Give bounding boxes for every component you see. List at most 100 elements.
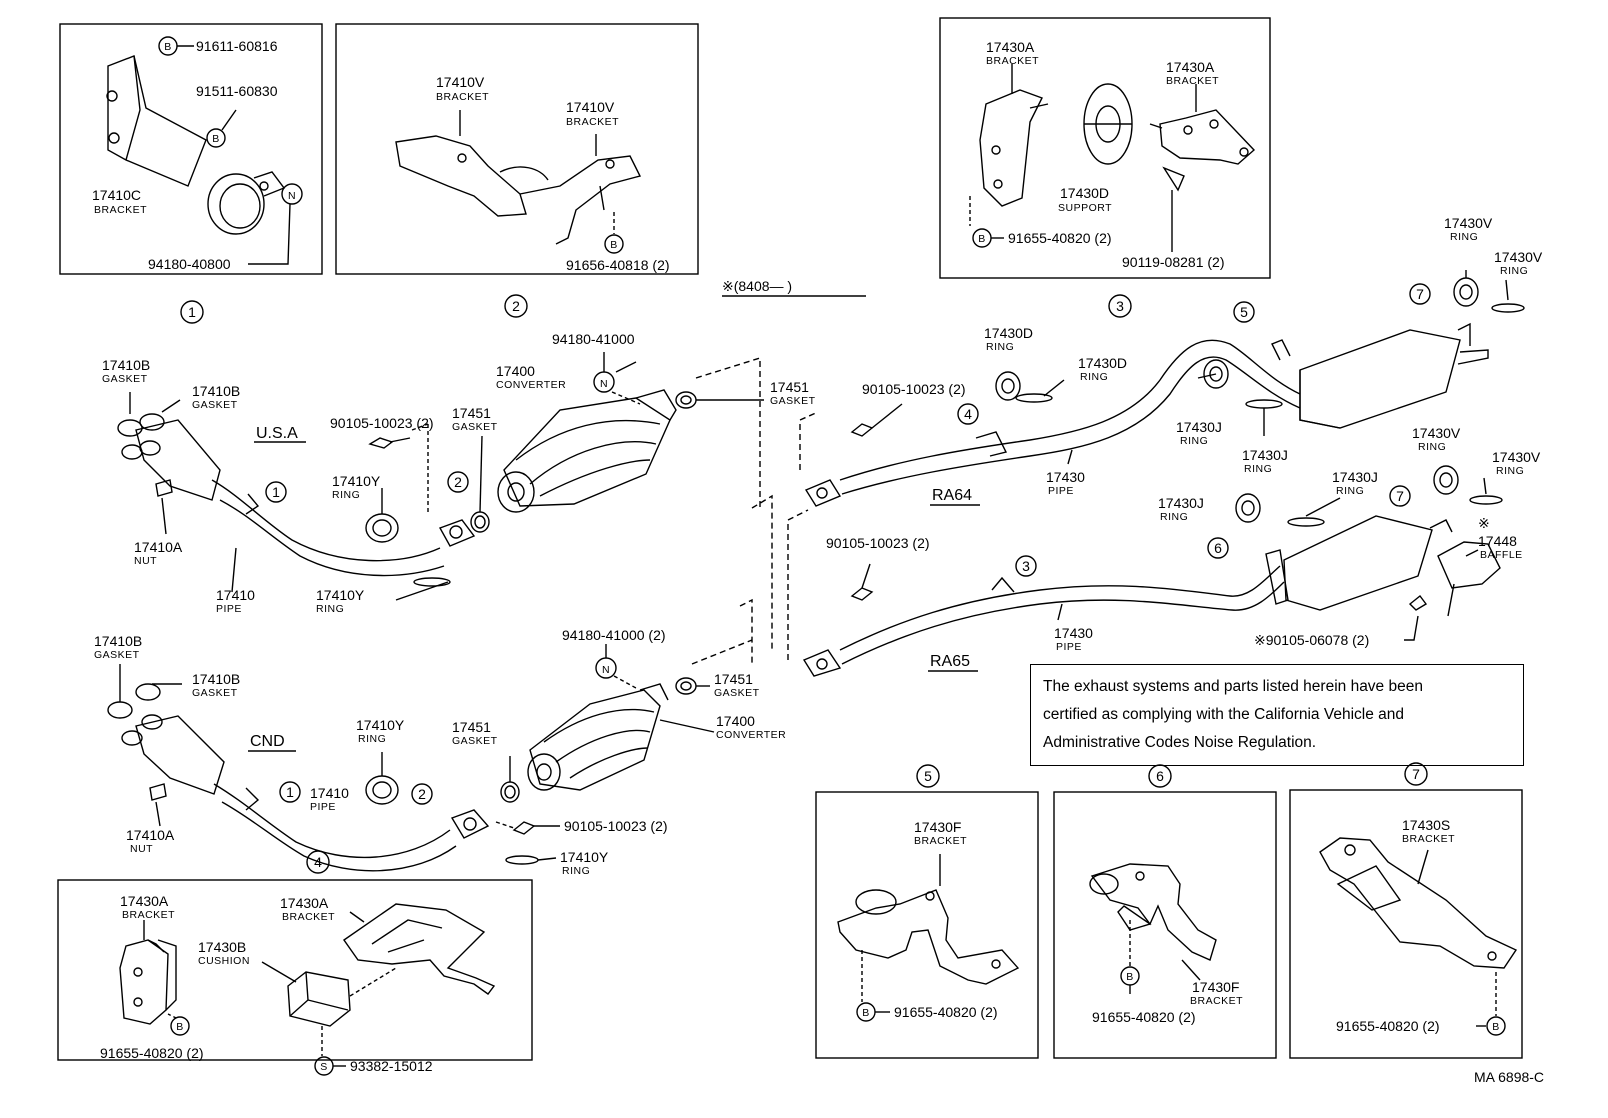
ring-17430v-b	[1491, 303, 1525, 313]
label-bracket-1: BRACKET	[94, 204, 147, 216]
label-ring-usa-2: RING	[316, 603, 344, 615]
svg-text:N: N	[288, 190, 296, 202]
note-line-2: certified as complying with the Californ…	[1043, 706, 1404, 723]
cnd-front-pipe-drawing	[107, 683, 490, 872]
inset-number-6-ra65: 6	[1207, 537, 1229, 559]
inset-frame-6	[1053, 791, 1277, 1059]
label-17410b-usa-1: 17410B	[102, 357, 150, 373]
svg-text:B: B	[176, 1021, 184, 1033]
inset-number-7: 7	[1404, 762, 1428, 786]
bolt-b-circle-7: B	[1120, 966, 1140, 986]
region-usa: U.S.A	[256, 425, 298, 442]
label-17410y-cnd-2: 17410Y	[560, 849, 609, 865]
bolt-b-circle-8: B	[1486, 1016, 1506, 1036]
label-ring-cnd-2: RING	[562, 865, 590, 877]
gasket-17451-cnd	[500, 781, 520, 803]
label-90105-cnd: 90105-10023 (2)	[564, 818, 668, 834]
inset-number-2-usa: 2	[447, 471, 469, 493]
label-ring-17430j-d: RING	[1336, 485, 1364, 497]
region-ra65: RA65	[930, 653, 970, 670]
ring-17430v-a	[1453, 277, 1479, 307]
svg-text:B: B	[978, 233, 986, 245]
ring-17430j-c	[1235, 493, 1261, 523]
label-17430j-d: 17430J	[1332, 469, 1378, 485]
label-ring-17430v-d: RING	[1496, 465, 1524, 477]
label-17400-cnd: 17400	[716, 713, 755, 729]
label-ring-17430j-b: RING	[1244, 463, 1272, 475]
label-17430v-a: 17430V	[1444, 215, 1493, 231]
label-gasket-cnd-4: GASKET	[714, 687, 760, 699]
bolt-b-circle-5: B	[170, 1016, 190, 1036]
label-converter-cnd: CONVERTER	[716, 729, 786, 741]
label-17430f-b: 17430F	[1192, 979, 1239, 995]
label-91611-60816: 91611-60816	[196, 38, 278, 54]
inset-number-3-ra65: 3	[1015, 555, 1037, 577]
inset-frame-2	[335, 23, 699, 275]
label-17451-cnd-1: 17451	[452, 719, 491, 735]
bolt-b-circle-1: B	[158, 36, 178, 56]
label-nut-cnd: NUT	[130, 843, 153, 855]
label-gasket-usa-4: GASKET	[770, 395, 816, 407]
svg-text:6: 6	[1214, 540, 1222, 556]
label-ring-17430d-a: RING	[986, 341, 1014, 353]
ring-17430d-b	[1015, 393, 1053, 403]
converter-cnd-drawing	[527, 683, 669, 791]
inset-number-6: 6	[1148, 764, 1172, 788]
svg-text:2: 2	[454, 474, 462, 490]
bracket-17410v-drawing	[395, 135, 642, 245]
label-91655-40820-top: 91655-40820 (2)	[1008, 230, 1112, 246]
bolt-90105-cnd	[512, 821, 536, 835]
label-gasket-usa-1: GASKET	[102, 373, 148, 385]
gasket-17451-usa-2	[675, 391, 697, 409]
serial-note: ※(8408— )	[722, 278, 792, 294]
bolt-90105-ra65	[850, 587, 874, 601]
inset-number-3: 3	[1108, 294, 1132, 318]
label-pipe-ra64: PIPE	[1048, 485, 1074, 497]
label-91655-40820-7: 91655-40820 (2)	[1336, 1018, 1440, 1034]
svg-text:3: 3	[1022, 558, 1030, 574]
svg-text:4: 4	[964, 406, 972, 422]
label-17430j-b: 17430J	[1242, 447, 1288, 463]
svg-text:7: 7	[1412, 766, 1420, 782]
svg-text:N: N	[602, 664, 610, 676]
label-ring-17430j-a: RING	[1180, 435, 1208, 447]
ring-17430j-a	[1203, 359, 1229, 389]
label-17410b-cnd-1: 17410B	[94, 633, 142, 649]
label-gasket-usa-2: GASKET	[192, 399, 238, 411]
label-91655-40820-6: 91655-40820 (2)	[1092, 1009, 1196, 1025]
label-nut-usa: NUT	[134, 555, 157, 567]
label-94180-40800: 94180-40800	[148, 256, 231, 272]
svg-text:7: 7	[1396, 488, 1404, 504]
label-support: SUPPORT	[1058, 202, 1112, 214]
label-91656-40818: 91656-40818 (2)	[566, 257, 670, 273]
label-bracket-4b: BRACKET	[282, 911, 335, 923]
label-serial-mark: ※	[1478, 515, 1490, 531]
label-17430b: 17430B	[198, 939, 246, 955]
label-17451-cnd-2: 17451	[714, 671, 753, 687]
inset-number-4-ra64: 4	[957, 403, 979, 425]
nut-n-circle-3: N	[595, 657, 617, 679]
label-ring-cnd-1: RING	[358, 733, 386, 745]
label-17410y-usa-2: 17410Y	[316, 587, 365, 603]
label-17430a-b: 17430A	[1166, 59, 1215, 75]
label-17410c: 17410C	[92, 187, 141, 203]
label-17430d-b: 17430D	[1078, 355, 1127, 371]
label-pipe-ra65: PIPE	[1056, 641, 1082, 653]
label-91511-60830: 91511-60830	[196, 83, 278, 99]
bolt-90105-06078	[1408, 595, 1428, 611]
label-bracket-2a: BRACKET	[436, 91, 489, 103]
label-17430-ra65: 17430	[1054, 625, 1093, 641]
svg-text:B: B	[1126, 971, 1134, 983]
label-17430a-a: 17430A	[986, 39, 1035, 55]
svg-text:5: 5	[1240, 304, 1248, 320]
ring-17410y-cnd-2	[505, 855, 539, 865]
label-baffle: BAFFLE	[1480, 549, 1523, 561]
svg-text:5: 5	[924, 768, 932, 784]
svg-text:2: 2	[512, 298, 520, 314]
svg-text:B: B	[610, 239, 618, 251]
label-17451-usa-1: 17451	[452, 405, 491, 421]
label-17410b-cnd-2: 17410B	[192, 671, 240, 687]
bracket-cushion-drawing	[119, 903, 496, 1027]
inset-number-7-ra64: 7	[1409, 283, 1431, 305]
inset-frame-4	[57, 879, 533, 1061]
